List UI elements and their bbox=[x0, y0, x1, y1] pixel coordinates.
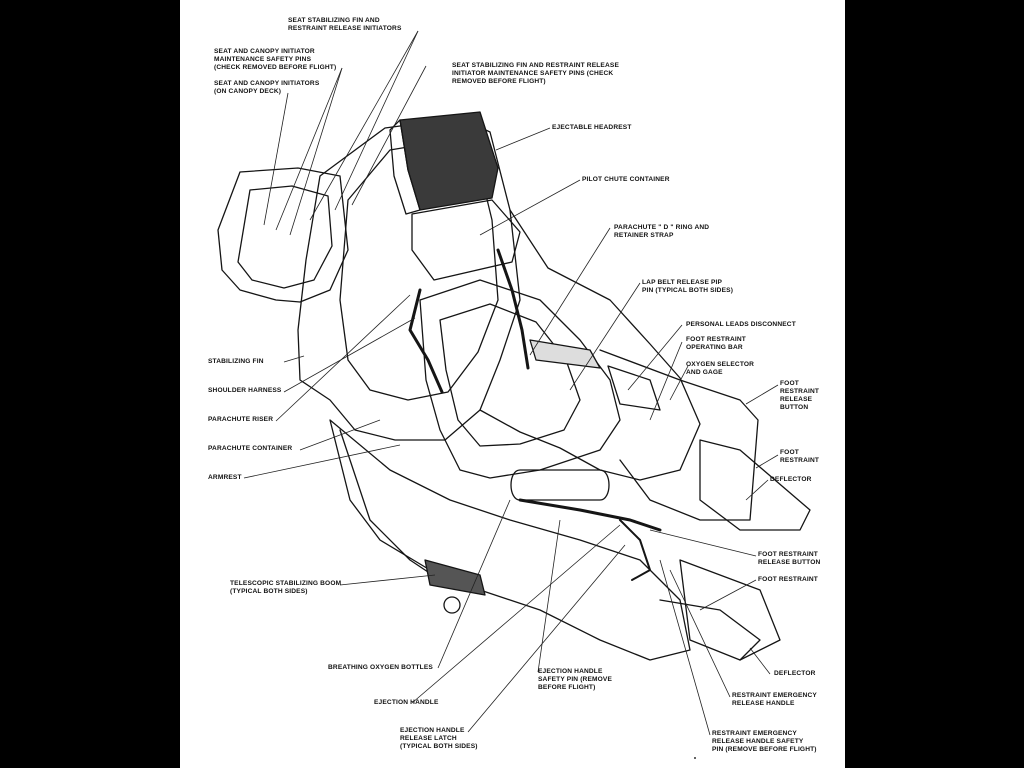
ejection-handle bbox=[518, 498, 662, 532]
label-foot-restraint-bar: FOOT RESTRAINT OPERATING BAR bbox=[686, 336, 746, 351]
label-parachute-container: PARACHUTE CONTAINER bbox=[208, 445, 293, 452]
boom-mount bbox=[443, 596, 461, 614]
headrest-frame bbox=[389, 119, 421, 215]
label-telescopic-boom: TELESCOPIC STABILIZING BOOM (TYPICAL BOT… bbox=[230, 580, 342, 595]
leader-restraint-emergency-pin bbox=[659, 559, 711, 736]
canopy-deck-inner bbox=[237, 185, 333, 289]
label-oxygen-selector: OXYGEN SELECTOR AND GAGE bbox=[686, 361, 755, 376]
headrest bbox=[399, 111, 499, 211]
leader-shoulder-harness bbox=[283, 317, 416, 393]
label-breathing-oxygen: BREATHING OXYGEN BOTTLES bbox=[328, 664, 433, 671]
label-armrest: ARMREST bbox=[208, 474, 242, 481]
label-canopy-initiators: SEAT AND CANOPY INITIATORS (ON CANOPY DE… bbox=[214, 80, 320, 95]
leader-parachute-riser bbox=[275, 294, 411, 422]
leader-foot-restraint-upper bbox=[755, 454, 779, 469]
telescopic-boom bbox=[424, 559, 486, 596]
seat-cushion bbox=[439, 303, 581, 447]
label-ejectable-headrest: EJECTABLE HEADREST bbox=[552, 124, 632, 131]
label-ejection-handle: EJECTION HANDLE bbox=[374, 699, 439, 706]
leader-oxygen-selector bbox=[669, 365, 689, 401]
leader-fin-release-button bbox=[745, 384, 779, 405]
leader-stabilizing-fin bbox=[283, 355, 305, 363]
leader-armrest bbox=[243, 444, 401, 479]
shoulder-harness-right bbox=[496, 248, 530, 370]
leader-headrest bbox=[495, 127, 551, 151]
label-foot-restraint-release-button-lower: FOOT RESTRAINT RELEASE BUTTON bbox=[758, 551, 821, 566]
diagram-sheet: SEAT STABILIZING FIN AND RESTRAINT RELEA… bbox=[180, 0, 845, 768]
personal-leads-block bbox=[607, 365, 661, 411]
seat-bucket bbox=[419, 279, 621, 479]
leader-canopy-initiators bbox=[263, 92, 289, 226]
label-lap-belt-pip-pin: LAP BELT RELEASE PIP PIN (TYPICAL BOTH S… bbox=[642, 279, 734, 294]
label-deflector-lower: DEFLECTOR bbox=[774, 670, 816, 677]
label-restraint-emergency-pin: RESTRAINT EMERGENCY RELEASE HANDLE SAFET… bbox=[712, 730, 817, 753]
leader-ejection-latch bbox=[467, 544, 626, 733]
lower-foot-restraint bbox=[659, 599, 761, 661]
seat-pan-frame bbox=[329, 419, 691, 661]
label-fin-safety-pins: SEAT STABILIZING FIN AND RESTRAINT RELEA… bbox=[452, 62, 619, 85]
leader-foot-restraint-lower bbox=[699, 579, 757, 611]
leader-parachute-container bbox=[299, 419, 381, 451]
oxygen-bottle bbox=[510, 469, 610, 501]
label-pilot-chute-container: PILOT CHUTE CONTAINER bbox=[582, 176, 670, 183]
label-ejection-handle-latch: EJECTION HANDLE RELEASE LATCH (TYPICAL B… bbox=[400, 727, 478, 750]
seat-side-rail bbox=[479, 209, 701, 481]
leader-pilot-chute bbox=[479, 179, 581, 236]
foot-restraint-deflector bbox=[699, 439, 811, 531]
label-canopy-safety-pins: SEAT AND CANOPY INITIATOR MAINTENANCE SA… bbox=[214, 48, 337, 71]
leader-fin-safety-pins bbox=[351, 65, 427, 206]
lower-deflector bbox=[679, 559, 781, 661]
label-fin-initiators: SEAT STABILIZING FIN AND RESTRAINT RELEA… bbox=[288, 17, 402, 32]
label-restraint-emergency-handle: RESTRAINT EMERGENCY RELEASE HANDLE bbox=[732, 692, 817, 707]
leader-ejection-handle bbox=[411, 524, 621, 704]
leader-restraint-emergency-handle bbox=[669, 569, 731, 698]
leader-foot-bar bbox=[649, 341, 683, 421]
leader-telescopic-boom bbox=[339, 574, 436, 586]
leader-deflector-upper bbox=[745, 479, 769, 501]
ejection-seat-illustration bbox=[217, 30, 811, 736]
page-mark bbox=[694, 757, 696, 759]
leader-foot-restraint-lower-button bbox=[649, 529, 757, 557]
label-shoulder-harness: SHOULDER HARNESS bbox=[208, 387, 282, 394]
label-ejection-handle-safety-pin: EJECTION HANDLE SAFETY PIN (REMOVE BEFOR… bbox=[538, 668, 613, 691]
leader-deflector-lower bbox=[749, 647, 771, 675]
label-parachute-d-ring: PARACHUTE " D " RING AND RETAINER STRAP bbox=[614, 224, 710, 239]
foot-restraint-assembly bbox=[599, 349, 759, 521]
label-foot-restraint-release-button-top: FOOT RESTRAINT RELEASE BUTTON bbox=[780, 380, 820, 411]
armrest bbox=[529, 339, 601, 369]
leader-ejection-pin bbox=[537, 519, 561, 673]
leader-canopy-safety-pins bbox=[275, 67, 343, 231]
label-deflector-upper: DEFLECTOR bbox=[770, 476, 812, 483]
label-personal-leads: PERSONAL LEADS DISCONNECT bbox=[686, 321, 796, 328]
label-parachute-riser: PARACHUTE RISER bbox=[208, 416, 274, 423]
leader-personal-leads bbox=[627, 324, 683, 391]
canopy-deck-panel bbox=[217, 167, 349, 303]
label-foot-restraint-upper: FOOT RESTRAINT bbox=[780, 449, 820, 464]
shoulder-harness-left bbox=[408, 288, 444, 394]
leader-lap-belt bbox=[569, 282, 641, 391]
leader-fin-initiators-b bbox=[309, 30, 419, 221]
leader-fin-initiators bbox=[334, 30, 419, 211]
ejection-handle-grip bbox=[619, 519, 651, 581]
pilot-chute-container bbox=[411, 199, 521, 281]
label-foot-restraint-lower: FOOT RESTRAINT bbox=[758, 576, 818, 583]
leader-d-ring bbox=[529, 227, 611, 356]
leader-breathing-oxygen bbox=[437, 499, 511, 669]
label-stabilizing-fin: STABILIZING FIN bbox=[208, 358, 264, 365]
leader-canopy-safety-pins-b bbox=[289, 67, 343, 236]
lower-frame-left bbox=[339, 429, 441, 581]
